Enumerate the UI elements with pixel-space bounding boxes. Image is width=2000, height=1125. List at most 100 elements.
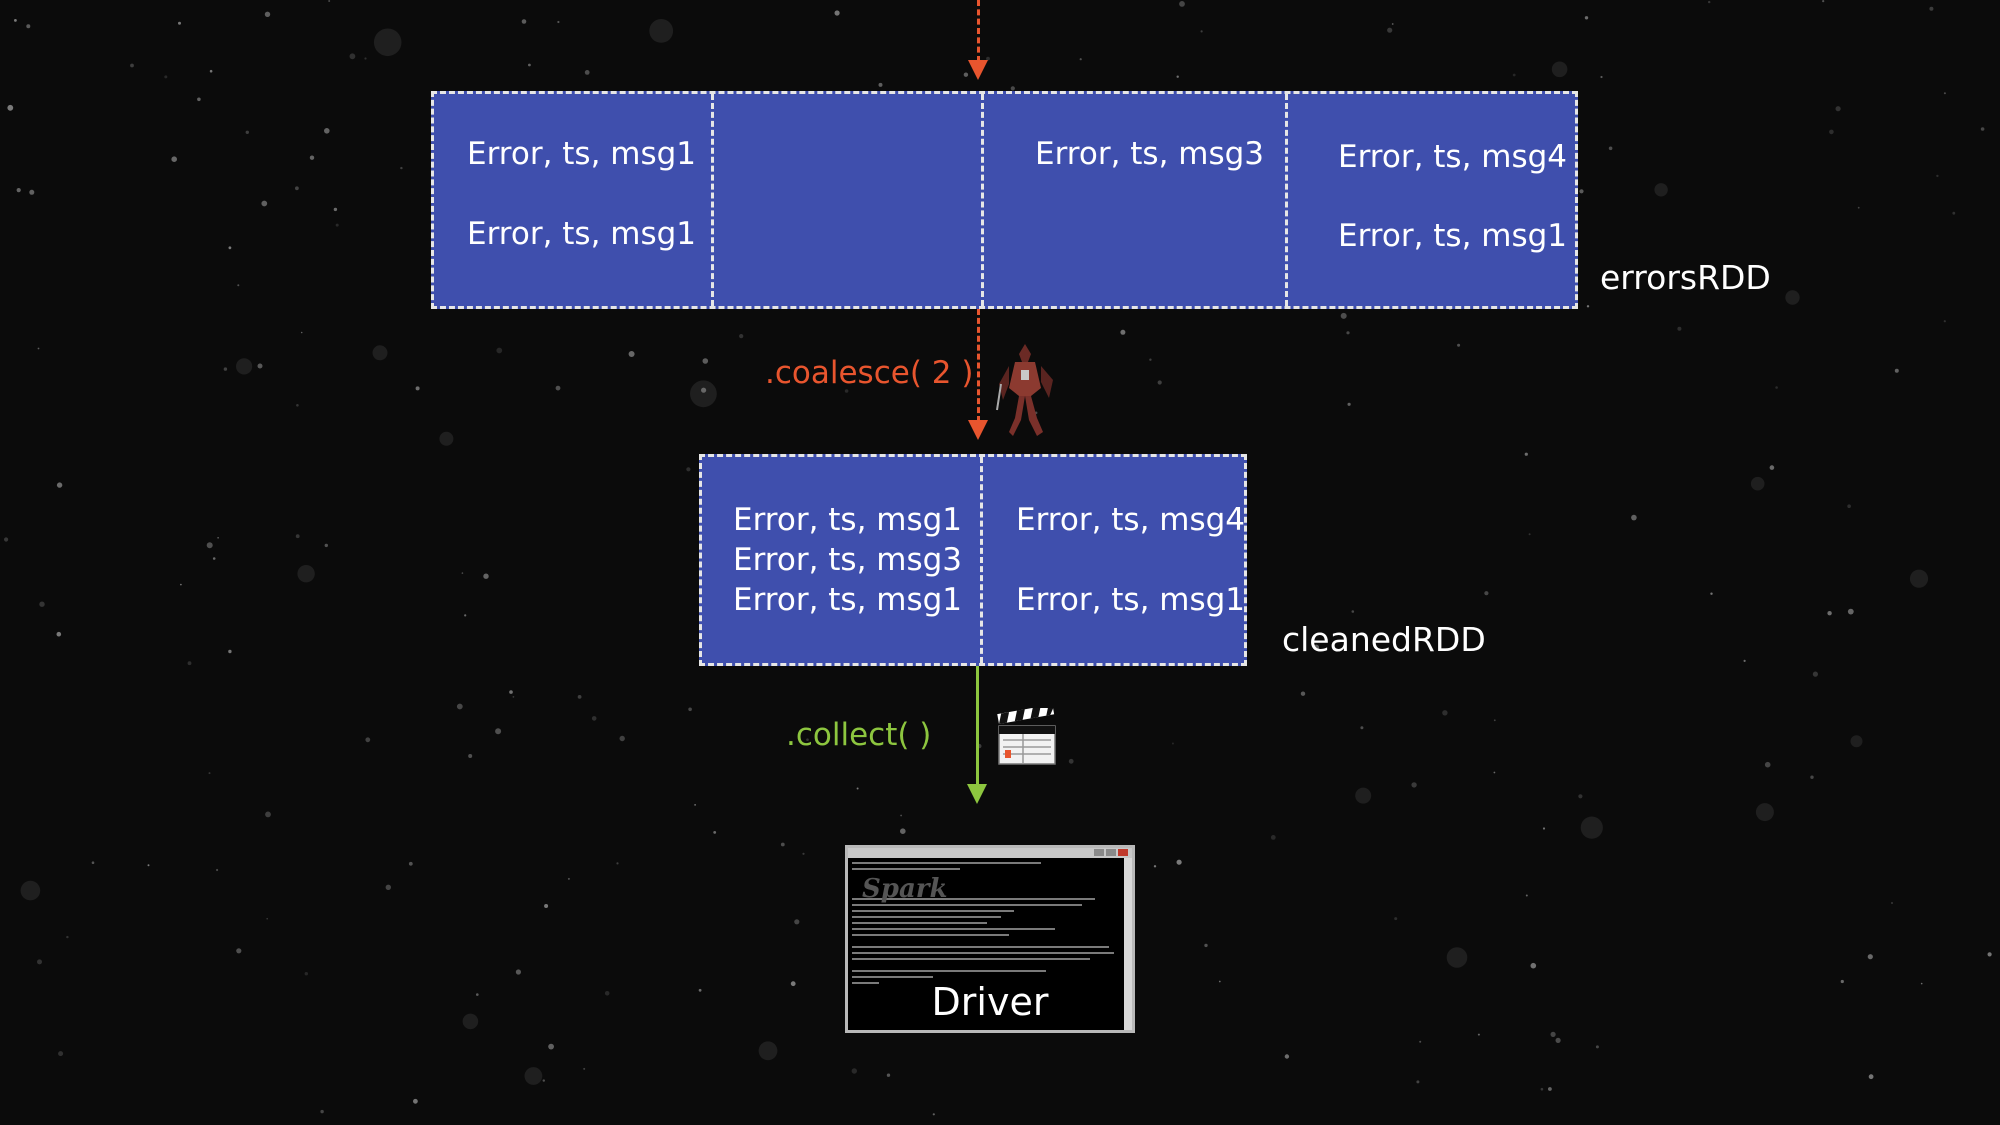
star-speck bbox=[557, 20, 560, 24]
star-speck bbox=[91, 861, 95, 864]
star-speck bbox=[932, 1113, 935, 1116]
star-speck bbox=[39, 601, 45, 607]
star-speck bbox=[1347, 402, 1351, 406]
star-speck bbox=[372, 345, 388, 361]
star-speck bbox=[1595, 1045, 1599, 1049]
star-speck bbox=[217, 537, 219, 539]
star-speck bbox=[619, 735, 625, 742]
terminal-text-line bbox=[852, 946, 1109, 948]
star-speck bbox=[1419, 1040, 1422, 1043]
star-speck bbox=[37, 959, 42, 965]
coalesce-arrow-line bbox=[977, 309, 980, 422]
star-speck bbox=[300, 331, 303, 334]
star-speck bbox=[468, 754, 473, 758]
star-speck bbox=[1847, 504, 1851, 509]
star-speck bbox=[1578, 794, 1583, 799]
cleaned-rdd-partition-2: Error, ts, msg4 Error, ts, msg1 bbox=[980, 457, 1246, 663]
star-speck bbox=[1411, 782, 1417, 788]
star-speck bbox=[1579, 189, 1584, 194]
star-speck bbox=[4, 537, 9, 542]
star-speck bbox=[1936, 174, 1939, 178]
star-speck bbox=[1120, 329, 1126, 335]
terminal-text-line bbox=[852, 904, 1082, 906]
star-speck bbox=[1929, 6, 1934, 11]
star-speck bbox=[295, 186, 299, 191]
star-speck bbox=[66, 935, 69, 939]
star-speck bbox=[604, 991, 610, 996]
star-speck bbox=[1555, 1037, 1561, 1043]
star-speck bbox=[1677, 326, 1682, 331]
star-speck bbox=[335, 223, 339, 227]
collect-arrowhead bbox=[967, 784, 987, 804]
star-speck bbox=[365, 737, 371, 743]
star-speck bbox=[16, 188, 21, 193]
star-speck bbox=[1600, 75, 1603, 79]
star-speck bbox=[544, 904, 549, 908]
star-speck bbox=[228, 246, 232, 250]
star-speck bbox=[1827, 611, 1832, 616]
star-speck bbox=[1176, 75, 1179, 78]
terminal-text-line bbox=[852, 898, 1095, 900]
star-speck bbox=[1351, 610, 1355, 613]
star-speck bbox=[461, 572, 464, 574]
star-speck bbox=[413, 1098, 418, 1104]
star-speck bbox=[264, 11, 271, 17]
star-speck bbox=[1446, 947, 1468, 968]
star-speck bbox=[1010, 86, 1015, 91]
partition-line: Error, ts, msg1 bbox=[733, 582, 963, 618]
terminal-text-line bbox=[852, 928, 1055, 930]
terminal-text-line bbox=[852, 916, 1001, 918]
star-speck bbox=[415, 386, 420, 391]
star-speck bbox=[512, 696, 515, 698]
star-speck bbox=[58, 1051, 64, 1057]
partition-line: Error, ts, msg1 bbox=[1016, 582, 1246, 618]
star-speck bbox=[496, 347, 503, 354]
star-speck bbox=[324, 128, 330, 134]
star-speck bbox=[780, 842, 785, 847]
star-speck bbox=[462, 1013, 479, 1030]
star-speck bbox=[694, 804, 696, 806]
terminal-text-line bbox=[852, 868, 960, 870]
star-speck bbox=[698, 988, 702, 992]
star-speck bbox=[1857, 206, 1860, 209]
partition-line: Error, ts, msg1 bbox=[733, 502, 963, 538]
star-speck bbox=[1987, 952, 1992, 957]
star-speck bbox=[702, 358, 709, 364]
partition-line: Error, ts, msg4 bbox=[1338, 139, 1568, 175]
clapperboard-icon bbox=[997, 708, 1056, 765]
star-speck bbox=[900, 828, 906, 834]
star-speck bbox=[328, 0, 331, 2]
star-speck bbox=[1812, 671, 1818, 677]
star-speck bbox=[309, 155, 315, 160]
star-speck bbox=[20, 880, 41, 901]
star-speck bbox=[439, 431, 454, 446]
driver-label: Driver bbox=[931, 980, 1049, 1024]
star-speck bbox=[1764, 761, 1771, 768]
star-speck bbox=[548, 1043, 554, 1050]
star-speck bbox=[986, 56, 990, 61]
star-speck bbox=[1340, 312, 1347, 319]
star-speck bbox=[223, 367, 228, 371]
star-speck bbox=[265, 811, 271, 818]
incoming-arrowhead bbox=[968, 60, 988, 80]
star-speck bbox=[349, 53, 356, 60]
star-speck bbox=[1442, 710, 1448, 716]
star-speck bbox=[1586, 305, 1590, 308]
star-speck bbox=[1822, 0, 1825, 3]
star-speck bbox=[295, 534, 300, 539]
star-speck bbox=[1775, 386, 1778, 389]
terminal-text-line bbox=[852, 958, 1090, 960]
star-speck bbox=[164, 75, 168, 79]
star-speck bbox=[1920, 982, 1923, 985]
star-speck bbox=[1525, 894, 1528, 897]
star-speck bbox=[29, 189, 35, 195]
star-speck bbox=[206, 542, 213, 549]
star-speck bbox=[739, 334, 744, 339]
star-speck bbox=[1355, 787, 1372, 804]
star-speck bbox=[690, 380, 717, 408]
star-speck bbox=[1284, 1054, 1290, 1059]
star-speck bbox=[790, 981, 796, 987]
star-speck bbox=[1909, 569, 1929, 588]
partition-line: Error, ts, msg4 bbox=[1016, 502, 1246, 538]
cleaned-rdd-partition-1: Error, ts, msg1 Error, ts, msg3 Error, t… bbox=[702, 457, 980, 663]
